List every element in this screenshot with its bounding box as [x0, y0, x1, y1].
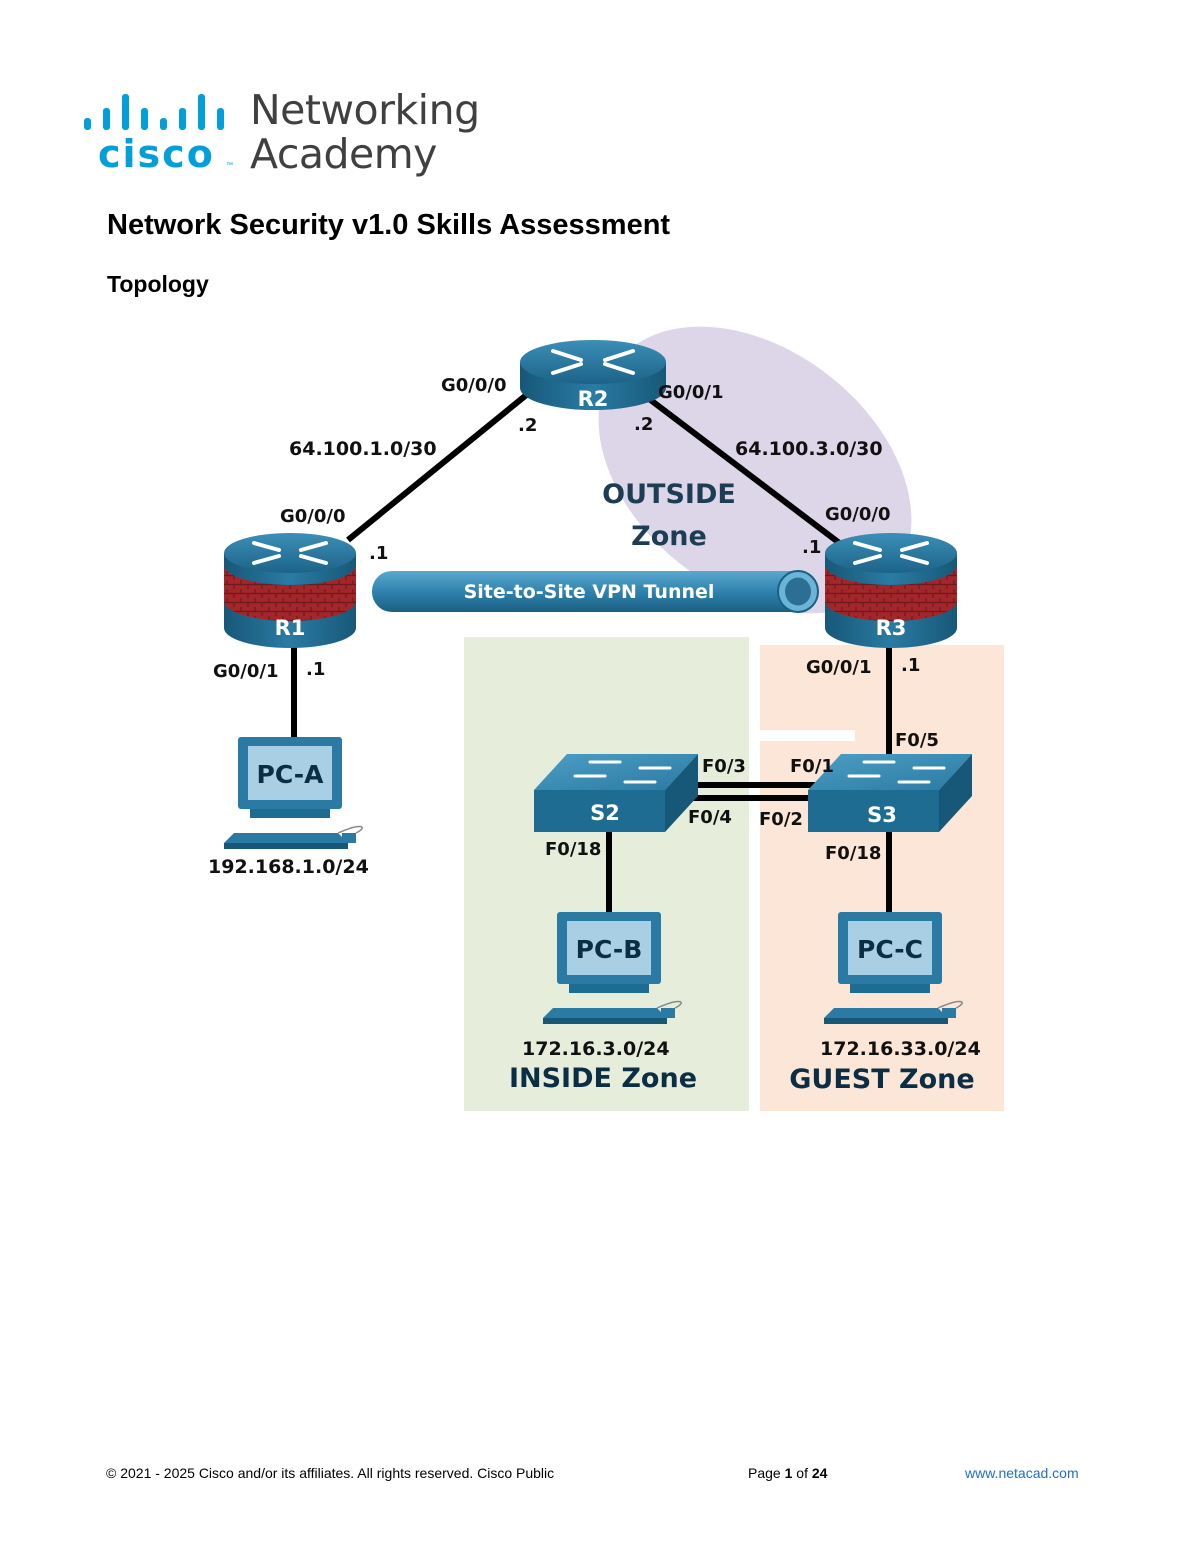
document-title: Network Security v1.0 Skills Assessment — [107, 209, 671, 241]
router-r2: R2 — [520, 340, 666, 411]
router-r3: R3 — [825, 533, 957, 648]
r3-bottom-host-label: .1 — [901, 655, 920, 676]
network-r2-r3-label: 64.100.3.0/30 — [735, 438, 883, 460]
router-arrows-icon — [853, 541, 929, 565]
page-current: 1 — [784, 1465, 793, 1481]
r2-right-host-label: .2 — [634, 414, 653, 435]
switch-s2-label: S2 — [590, 801, 620, 825]
pc-c: PC-C — [824, 912, 963, 1024]
s3-f01-label: F0/1 — [790, 756, 834, 777]
link-r2-r3 — [638, 389, 844, 548]
pc-c-label: PC-C — [857, 935, 923, 964]
s2-f03-label: F0/3 — [702, 756, 746, 777]
cisco-bars-icon — [84, 90, 234, 130]
router-r1-label: R1 — [275, 616, 306, 640]
links — [291, 389, 892, 915]
switch-s3: S3 — [808, 754, 972, 832]
switch-s2: S2 — [534, 754, 698, 832]
pc-a-label: PC-A — [257, 760, 325, 789]
router-r1: R1 — [224, 533, 356, 648]
page-total: 24 — [811, 1465, 828, 1481]
vpn-tunnel-label: Site-to-Site VPN Tunnel — [464, 581, 715, 603]
network-r1-r2-label: 64.100.1.0/30 — [289, 438, 437, 460]
trademark-mark: ™ — [226, 162, 233, 169]
s2-f04-label: F0/4 — [688, 807, 732, 828]
network-lan-a-label: 192.168.1.0/24 — [208, 856, 369, 878]
router-arrows-icon — [551, 349, 635, 375]
network-lan-c-label: 172.16.33.0/24 — [820, 1038, 981, 1060]
r3-g001-label: G0/0/1 — [806, 657, 872, 678]
s3-f018-label: F0/18 — [825, 843, 881, 864]
outside-zone-label-line2: Zone — [631, 521, 707, 552]
pc-b: PC-B — [543, 912, 682, 1024]
logo-networking-text: Networking — [250, 86, 480, 134]
footer-website-link[interactable]: www.netacad.com — [965, 1465, 1079, 1481]
logo-academy-text: Academy — [250, 130, 437, 178]
footer-copyright: © 2021 - 2025 Cisco and/or its affiliate… — [106, 1465, 555, 1481]
outside-zone-label-line1: OUTSIDE — [602, 479, 736, 510]
r1-g000-label: G0/0/0 — [280, 506, 346, 527]
s2-f018-label: F0/18 — [545, 839, 601, 860]
guest-zone-label: GUEST Zone — [789, 1064, 974, 1095]
pc-a: PC-A — [224, 737, 363, 849]
vpn-tunnel: Site-to-Site VPN Tunnel — [372, 570, 819, 613]
router-r3-label: R3 — [876, 616, 907, 640]
inside-zone-label: INSIDE Zone — [509, 1063, 697, 1094]
page-prefix: Page — [748, 1465, 785, 1481]
r3-g000-label: G0/0/0 — [825, 504, 891, 525]
r1-top-host-label: .1 — [369, 543, 388, 564]
router-arrows-icon — [252, 541, 328, 565]
r1-bottom-host-label: .1 — [306, 659, 325, 680]
link-r1-r2 — [346, 389, 532, 543]
s3-f05-label: F0/5 — [895, 730, 939, 751]
pc-b-label: PC-B — [576, 935, 643, 964]
page-middle: of — [792, 1465, 812, 1481]
r2-left-host-label: .2 — [518, 415, 537, 436]
section-heading-topology: Topology — [107, 271, 209, 297]
router-r2-label: R2 — [578, 387, 609, 411]
switch-arrows-icon — [573, 760, 672, 784]
switch-s3-label: S3 — [867, 803, 897, 827]
s3-f02-label: F0/2 — [759, 809, 803, 830]
r2-g000-label: G0/0/0 — [441, 375, 507, 396]
cisco-networking-academy-logo: cisco ™ Networking Academy — [84, 84, 484, 184]
cisco-wordmark: cisco — [98, 132, 215, 176]
r1-g001-label: G0/0/1 — [213, 661, 279, 682]
r2-g001-label: G0/0/1 — [658, 382, 724, 403]
r3-top-host-label: .1 — [802, 537, 821, 558]
footer-page-number: Page 1 of 24 — [748, 1465, 827, 1481]
network-lan-b-label: 172.16.3.0/24 — [522, 1038, 670, 1060]
switch-arrows-icon — [847, 760, 946, 784]
